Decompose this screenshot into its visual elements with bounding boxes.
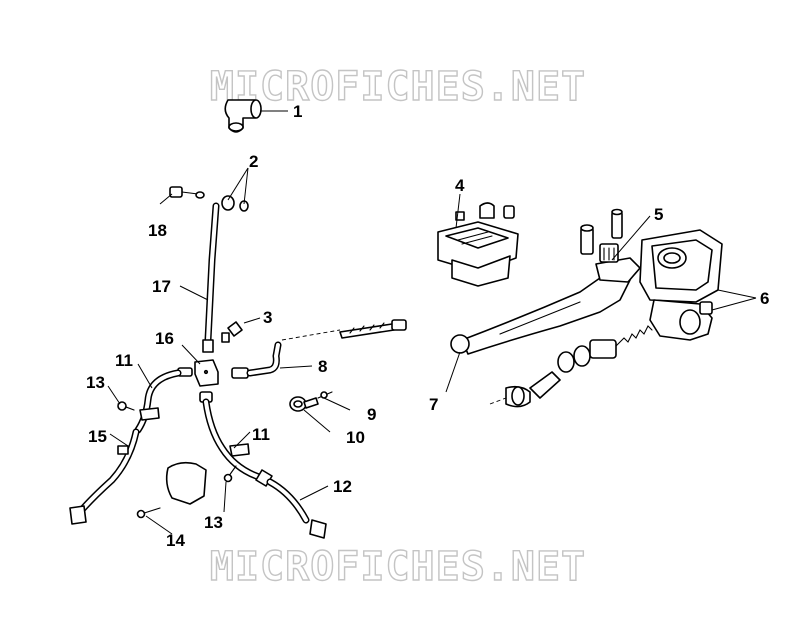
part-reservoir-cover [437,202,519,287]
part-mount-plate [165,461,207,505]
callout-13-right: 13 [204,513,223,532]
callout-11-right: 11 [252,425,270,444]
callout-15: 15 [88,427,107,446]
part-pivot-pins [580,208,623,255]
part-brake-hose-left-upper [134,367,193,434]
part-bolt-right [223,465,237,483]
part-master-cylinder [639,229,757,341]
callout-18: 18 [148,221,167,240]
part-bleeder-fitting [221,321,243,343]
part-brake-line-vertical [202,202,220,353]
callout-2: 2 [249,152,258,171]
part-screw-bottom [136,507,161,519]
callout-8: 8 [318,357,327,376]
part-piston-assembly [489,325,653,408]
part-brake-line-rear [231,319,407,379]
callout-6: 6 [760,289,769,308]
part-banjo-bolt [169,186,249,212]
leader-lines [107,110,757,535]
watermark-bottom-text: MICROFICHES.NET [210,544,586,590]
part-brake-hose-left-lower [69,428,140,525]
watermark-top-text: MICROFICHES.NET [210,64,586,110]
part-tee-fitting [224,99,262,133]
callout-labels: 1 2 3 4 5 6 7 8 9 10 11 11 12 13 13 14 1… [86,102,769,550]
callout-14: 14 [166,531,185,550]
watermark-top: MICROFICHES.NET [209,63,586,110]
watermark-bottom: MICROFICHES.NET [209,543,586,590]
part-hose-clamp [289,396,319,412]
callout-7: 7 [429,395,438,414]
callout-12: 12 [333,477,352,496]
callout-5: 5 [654,205,663,224]
callout-17: 17 [152,277,171,296]
callout-1: 1 [293,102,302,121]
part-clamp-screw [317,391,333,399]
callout-11-left: 11 [115,351,133,370]
callout-4: 4 [455,176,465,195]
callout-16: 16 [155,329,174,348]
callout-10: 10 [346,428,365,447]
callout-3: 3 [263,308,272,327]
part-brake-lever [450,243,641,355]
part-bolt-left [117,401,135,411]
callout-9: 9 [367,405,376,424]
part-junction-block [194,359,219,387]
callout-13-left: 13 [86,373,105,392]
